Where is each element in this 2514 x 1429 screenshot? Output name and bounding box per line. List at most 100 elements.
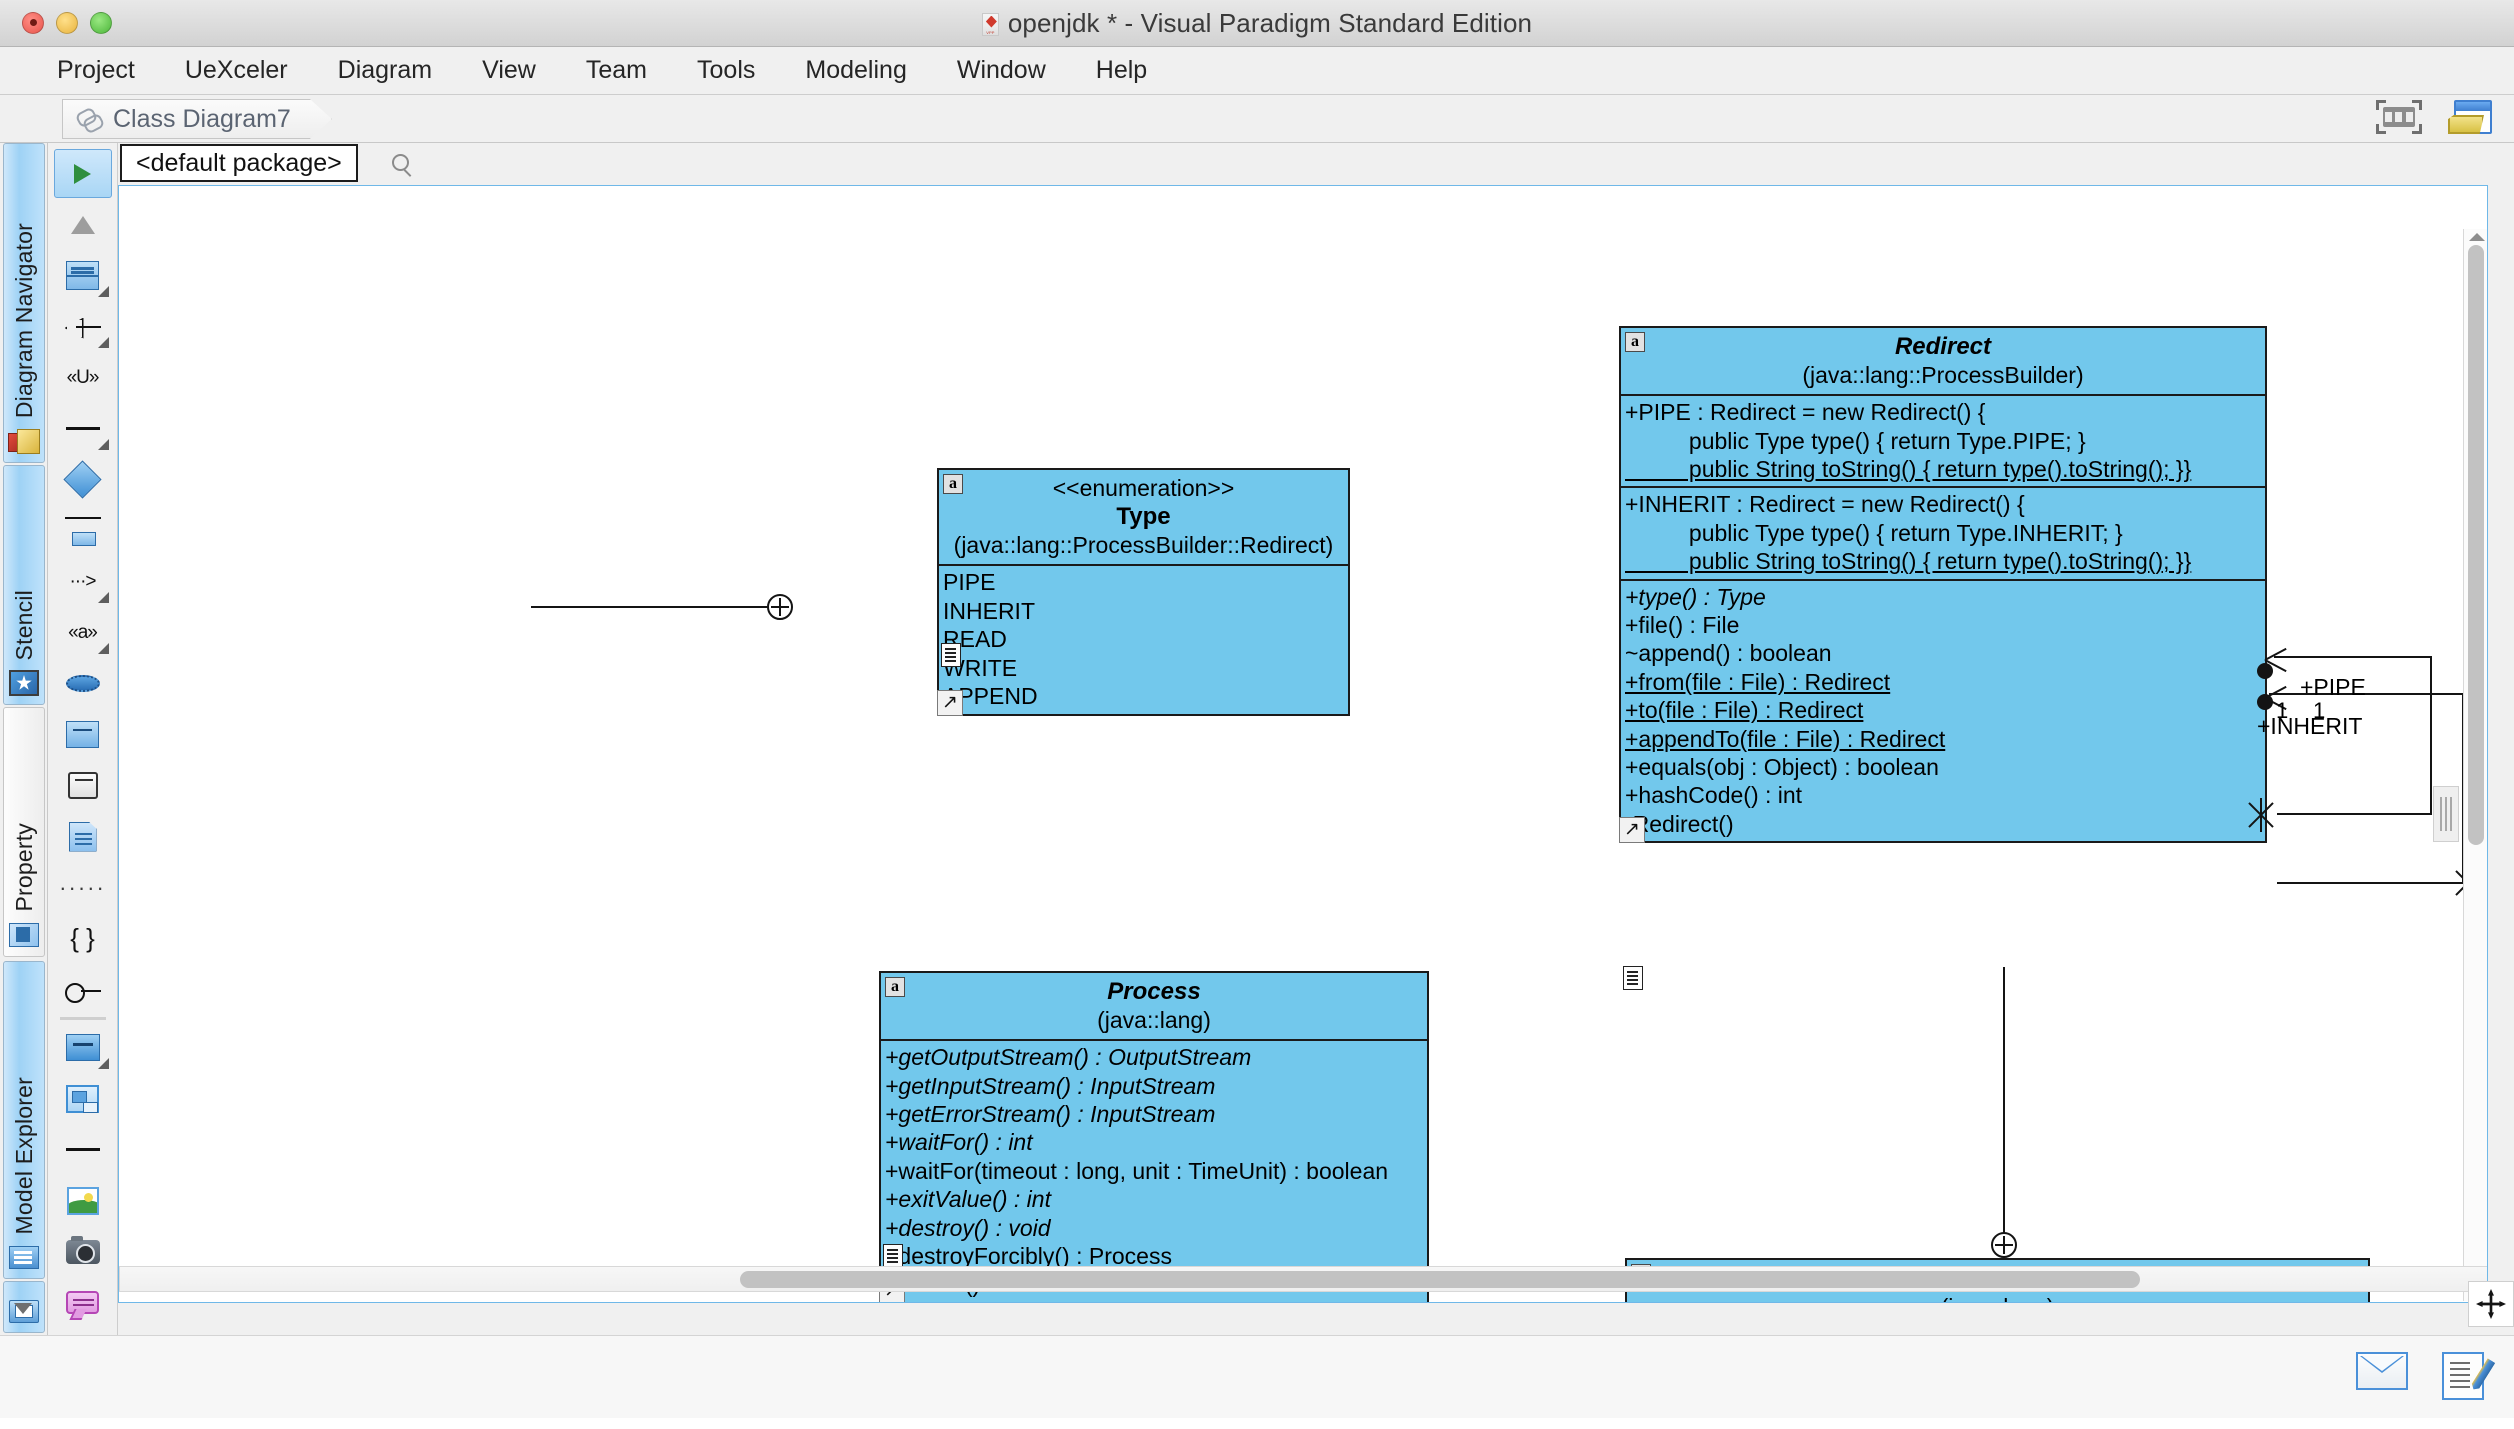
diagram-navigator-icon: [7, 426, 41, 456]
operation: +type() : Type: [1625, 583, 2261, 611]
class-literals: PIPE INHERIT READ WRITE APPEND: [939, 566, 1348, 714]
dependency-tool[interactable]: ···>: [54, 557, 112, 606]
folder-icon: [66, 1034, 100, 1061]
diagram-canvas[interactable]: a <<enumeration>> Type (java::lang::Proc…: [118, 185, 2488, 1303]
menu-tools[interactable]: Tools: [672, 53, 780, 88]
line-tool[interactable]: [54, 1125, 112, 1174]
pan-tool-button[interactable]: [2468, 1281, 2514, 1327]
tabbar-tools: [2376, 100, 2492, 136]
class-attributes-pipe: +PIPE : Redirect = new Redirect() { publ…: [1621, 396, 2265, 486]
anchor-icon: [65, 516, 101, 546]
abstraction-icon: «a»: [68, 622, 97, 644]
statusbar: [0, 1335, 2514, 1418]
database-tool[interactable]: [54, 761, 112, 810]
brace-icon: { }: [70, 923, 95, 954]
self-link-line[interactable]: [2277, 813, 2432, 815]
canvas-vertical-scrollbar[interactable]: [2463, 229, 2487, 1301]
sidebar-item-stencil[interactable]: Stencil: [3, 465, 45, 705]
triangle-icon: [71, 216, 95, 234]
sub-diagram-tool[interactable]: [54, 1074, 112, 1123]
class-stereotype: <<enumeration>>: [945, 474, 1342, 502]
canvas-area: <default package> a <<enumeration>> Type…: [118, 143, 2514, 1335]
resize-handle[interactable]: ↗: [1619, 817, 1645, 843]
association-line[interactable]: [531, 606, 781, 608]
self-link-line[interactable]: [2274, 656, 2432, 658]
operation: +getOutputStream() : OutputStream: [885, 1043, 1423, 1071]
class-box-process[interactable]: a Process (java::lang) +getOutputStream(…: [879, 971, 1429, 1303]
left-dock: Diagram Navigator Stencil Property Model…: [0, 143, 48, 1335]
operation: +waitFor(timeout : long, unit : TimeUnit…: [885, 1157, 1423, 1185]
database-icon: [68, 772, 98, 799]
menu-uexceler[interactable]: UeXceler: [160, 53, 313, 88]
class-name: Process: [887, 977, 1421, 1006]
package-label[interactable]: <default package>: [120, 144, 358, 182]
triangle-tool[interactable]: [54, 200, 112, 249]
pointer-tool[interactable]: [54, 149, 112, 198]
operation: +getInputStream() : InputStream: [885, 1072, 1423, 1100]
menu-modeling[interactable]: Modeling: [780, 53, 931, 88]
sidebar-item-model-explorer[interactable]: Model Explorer: [3, 961, 45, 1279]
menu-window[interactable]: Window: [932, 53, 1071, 88]
note-tool[interactable]: [54, 812, 112, 861]
brace-constraint-tool[interactable]: { }: [54, 914, 112, 963]
camera-tool[interactable]: [54, 1227, 112, 1276]
class-box-type[interactable]: a <<enumeration>> Type (java::lang::Proc…: [937, 468, 1350, 716]
class-box-redirect[interactable]: a Redirect (java::lang::ProcessBuilder) …: [1619, 326, 2267, 843]
operation: +getErrorStream() : InputStream: [885, 1100, 1423, 1128]
callout-tool[interactable]: [54, 1278, 112, 1327]
containment-line[interactable]: [2003, 967, 2005, 1257]
anchor-tool[interactable]: [54, 506, 112, 555]
line-icon: [66, 1148, 100, 1151]
tab-class-diagram7[interactable]: Class Diagram7: [62, 99, 332, 139]
statusbar-icons: [2356, 1352, 2484, 1400]
palette-divider: [60, 1014, 106, 1021]
generalization-icon: [65, 317, 101, 337]
menu-help[interactable]: Help: [1071, 53, 1172, 88]
scroll-grip[interactable]: [2433, 786, 2459, 842]
canvas-horizontal-scrollbar[interactable]: [119, 1266, 2488, 1292]
dock-scroll-down-icon[interactable]: [14, 1303, 32, 1314]
sidebar-item-diagram-navigator[interactable]: Diagram Navigator: [3, 143, 45, 463]
self-link-line[interactable]: [2269, 693, 2464, 695]
filmstrip-icon[interactable]: [2376, 100, 2422, 134]
containment-tool[interactable]: [54, 965, 112, 1014]
usage-tool[interactable]: «U»: [54, 353, 112, 402]
ellipse-tool[interactable]: [54, 659, 112, 708]
association-icon: [66, 427, 100, 430]
edit-document-icon[interactable]: [2442, 1352, 2484, 1400]
documentation-badge[interactable]: [941, 643, 961, 667]
enum-literal: PIPE: [943, 568, 1344, 596]
menu-diagram[interactable]: Diagram: [313, 53, 457, 88]
documentation-badge[interactable]: [1623, 966, 1643, 990]
package-tool[interactable]: [54, 710, 112, 759]
scrollbar-thumb[interactable]: [2468, 245, 2484, 845]
pan-icon: [2476, 1289, 2506, 1319]
attribute: +PIPE : Redirect = new Redirect() {: [1625, 398, 2261, 426]
abstraction-tool[interactable]: «a»: [54, 608, 112, 657]
class-name: Type: [945, 502, 1342, 531]
attribute: public String toString() { return type()…: [1625, 547, 2261, 575]
diamond-tool[interactable]: [54, 455, 112, 504]
operation: +destroy() : void: [885, 1214, 1423, 1242]
sidebar-item-property[interactable]: Property: [3, 707, 45, 957]
generalization-tool[interactable]: [54, 302, 112, 351]
self-link-line[interactable]: [2430, 656, 2432, 814]
folder-tool[interactable]: [54, 1023, 112, 1072]
mail-icon[interactable]: [2356, 1352, 2408, 1390]
menu-view[interactable]: View: [457, 53, 561, 88]
menu-project[interactable]: Project: [32, 53, 160, 88]
class-icon: [66, 261, 99, 290]
search-icon[interactable]: [390, 152, 414, 176]
association-label: +PIPE: [2300, 674, 2366, 701]
folder-window-icon[interactable]: [2448, 100, 2492, 136]
self-link-line[interactable]: [2277, 882, 2464, 884]
association-tool[interactable]: [54, 404, 112, 453]
image-tool[interactable]: [54, 1176, 112, 1225]
documentation-badge[interactable]: [883, 1244, 903, 1268]
class-tool[interactable]: [54, 251, 112, 300]
scrollbar-thumb[interactable]: [740, 1271, 2140, 1288]
menu-team[interactable]: Team: [561, 53, 672, 88]
resize-handle[interactable]: ↗: [937, 690, 963, 716]
dot-line-tool[interactable]: ·····: [54, 863, 112, 912]
class-name: Redirect: [1627, 332, 2259, 361]
